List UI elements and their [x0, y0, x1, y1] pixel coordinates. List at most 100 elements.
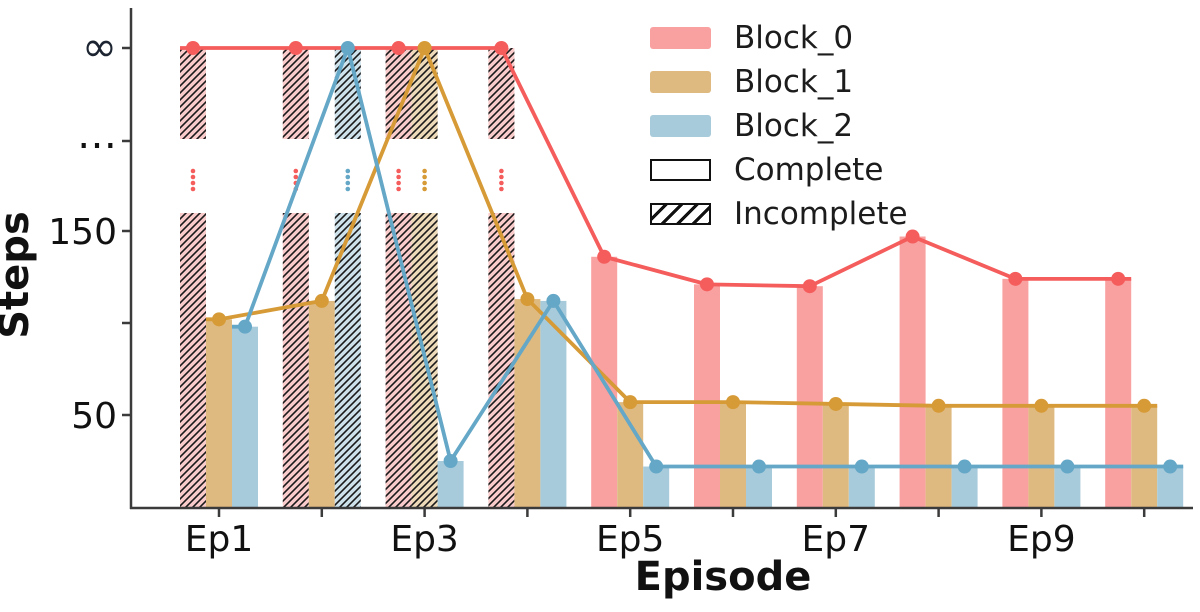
- line-block_1: [206, 46, 1158, 408]
- marker-block_0-ep1: [186, 41, 200, 55]
- bar-ep2-block_2-break-dot-0: [345, 168, 351, 174]
- bar-ep4-block_0-break-dot-2: [499, 180, 504, 186]
- marker-block_0-ep9: [1008, 271, 1023, 286]
- marker-block_0-ep4: [494, 41, 509, 55]
- line-block_0: [180, 46, 1132, 289]
- marker-block_2-ep4: [546, 293, 561, 308]
- bar-ep3-block_0-break-dot-2: [396, 180, 401, 186]
- bar-ep10-block_1: [1131, 405, 1158, 508]
- marker-block_2-ep10: [1163, 459, 1178, 474]
- bar-ep1-block_0-hatch-upper: [180, 48, 206, 139]
- bar-ep4-block_0-break-dot-0: [499, 168, 504, 174]
- bar-ep1-block_0-break-dot-3: [190, 186, 196, 192]
- legend-swatch-block_0: [650, 27, 711, 49]
- marker-block_1-ep8: [931, 398, 946, 413]
- marker-block_1-ep6: [726, 395, 740, 410]
- bar-ep2-block_1: [308, 300, 335, 508]
- bar-ep3-block_1-break-dot-2: [422, 180, 427, 186]
- legend-label-incomplete: Incomplete: [734, 196, 908, 232]
- marker-block_0-ep5: [597, 249, 612, 264]
- bar-ep2-block_0-hatch: [282, 213, 309, 508]
- bar-ep3-block_0-break-dot-1: [396, 174, 401, 180]
- marker-block_0-ep2: [288, 41, 303, 55]
- bar-ep4-block_0-hatch: [488, 213, 515, 508]
- x-tick-label-ep9: Ep9: [1007, 519, 1076, 560]
- legend-item-block_1: Block_1: [650, 60, 908, 104]
- legend-swatch-block_2: [650, 115, 711, 137]
- marker-block_1-ep10: [1137, 398, 1152, 413]
- bar-ep6-block_0: [694, 284, 720, 508]
- bar-ep2-block_0-break-dot-0: [293, 168, 299, 174]
- legend-swatch-incomplete: [650, 203, 711, 225]
- bar-ep4-block_0-break-dot-3: [499, 186, 504, 192]
- y-tick-label-1: …: [77, 112, 117, 158]
- x-tick-label-ep5: Ep5: [596, 519, 665, 560]
- marker-block_1-ep7: [828, 396, 843, 411]
- bar-ep4-block_0-break-dot-1: [499, 174, 504, 180]
- y-tick-label-4: 50: [71, 396, 117, 437]
- bar-ep3-block_2: [437, 461, 464, 508]
- marker-block_2-ep6: [752, 459, 766, 474]
- bar-ep1-block_1: [206, 319, 232, 508]
- legend-item-incomplete: Incomplete: [650, 192, 908, 236]
- bar-ep9-block_1: [1028, 405, 1055, 508]
- bar-ep6-block_1: [720, 402, 746, 508]
- bar-ep3-block_1-hatch-upper: [411, 48, 438, 139]
- bar-ep3-block_1-break-dot-3: [422, 186, 427, 192]
- bar-ep2-block_0-break-dot-1: [293, 174, 299, 180]
- marker-block_2-ep7: [854, 459, 869, 474]
- bar-ep3-block_0-break-dot-0: [396, 168, 401, 174]
- y-tick-label-2: 150: [48, 212, 117, 253]
- bar-ep10-block_0: [1105, 278, 1132, 508]
- marker-block_1-ep1: [212, 312, 226, 327]
- bar-ep3-block_0-break-dot-3: [396, 186, 401, 192]
- legend-item-complete: Complete: [650, 148, 908, 192]
- bar-ep4-block_1: [514, 299, 541, 508]
- legend-label-block_0: Block_0: [734, 20, 854, 56]
- marker-block_2-ep9: [1060, 459, 1075, 474]
- legend-swatch-complete: [650, 159, 711, 181]
- bar-ep2-block_2-break-dot-1: [345, 174, 351, 180]
- marker-block_0-ep8: [905, 229, 920, 244]
- marker-block_1-ep9: [1034, 398, 1049, 413]
- marker-block_2-ep5: [649, 459, 664, 474]
- marker-block_1-ep5: [623, 395, 638, 410]
- bar-ep1-block_0-break-dot-2: [190, 180, 196, 186]
- marker-block_2-ep3: [443, 454, 458, 468]
- bar-ep9-block_0: [1002, 278, 1029, 508]
- x-tick-label-ep3: Ep3: [390, 519, 459, 560]
- marker-block_2-ep2: [340, 41, 355, 55]
- bar-ep8-block_0: [899, 236, 926, 508]
- marker-block_0-ep7: [802, 279, 817, 294]
- y-axis-title: Steps: [0, 211, 38, 339]
- legend-item-block_2: Block_2: [650, 104, 908, 148]
- bar-ep2-block_0-hatch-upper: [282, 48, 309, 139]
- legend-label-complete: Complete: [734, 152, 884, 188]
- x-axis-title: Episode: [635, 554, 812, 600]
- bar-ep1-block_2: [232, 326, 258, 508]
- marker-block_0-ep3: [391, 41, 406, 55]
- bar-ep2-block_2-hatch-upper: [334, 48, 361, 139]
- bar-ep3-block_0-hatch: [385, 213, 412, 508]
- bar-ep1-block_0-break-dot-1: [190, 174, 196, 180]
- bar-ep2-block_2-break-dot-2: [345, 180, 351, 186]
- line-block_2: [232, 46, 1184, 469]
- marker-block_0-ep6: [700, 277, 714, 292]
- legend-label-block_2: Block_2: [734, 108, 854, 144]
- bar-ep2-block_2-break-dot-3: [345, 186, 351, 192]
- bar-ep3-block_1-break-dot-1: [422, 174, 427, 180]
- bar-ep4-block_0-hatch-upper: [488, 48, 515, 139]
- marker-block_0-ep10: [1111, 271, 1126, 286]
- marker-block_2-ep1: [238, 319, 252, 334]
- x-tick-label-ep1: Ep1: [185, 519, 254, 560]
- marker-block_2-ep8: [957, 459, 972, 474]
- x-tick-label-ep7: Ep7: [802, 519, 871, 560]
- marker-block_1-ep4: [520, 292, 535, 307]
- bar-ep5-block_1: [617, 402, 644, 508]
- bar-ep1-block_0-break-dot-0: [190, 168, 196, 174]
- bar-ep7-block_1: [822, 403, 849, 508]
- bar-ep1-block_0-hatch: [180, 213, 206, 508]
- bar-ep8-block_1: [925, 405, 952, 508]
